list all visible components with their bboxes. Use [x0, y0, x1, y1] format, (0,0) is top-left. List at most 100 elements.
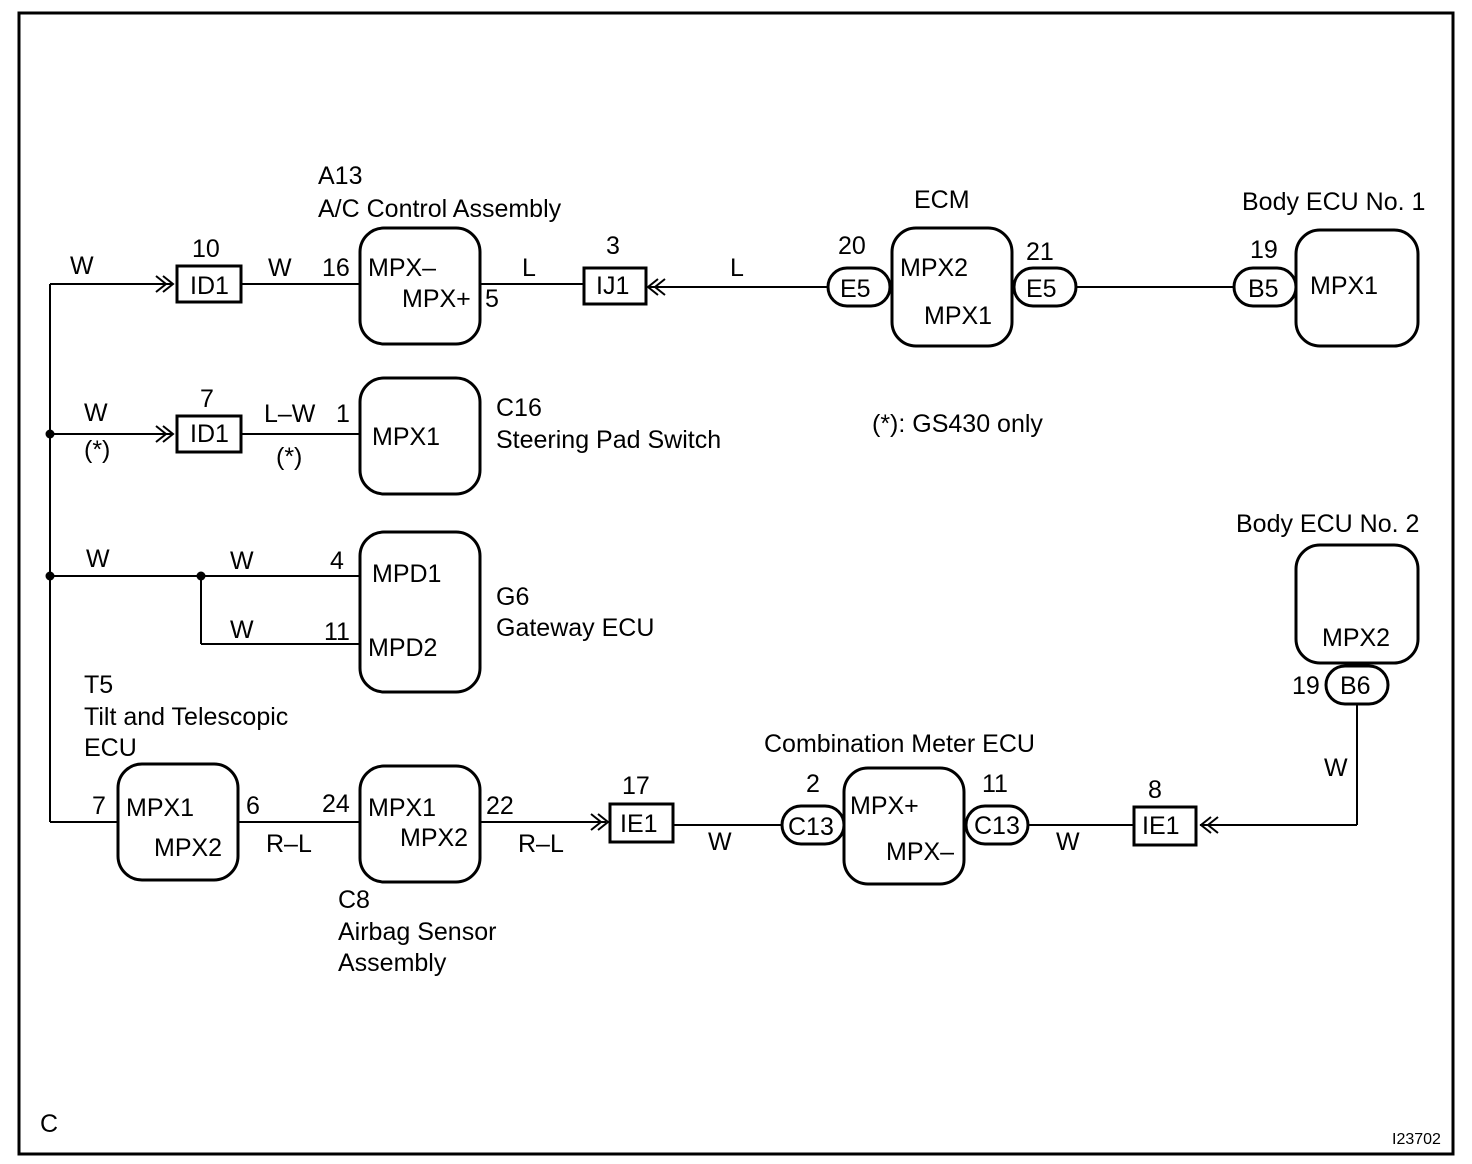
wire-note-w5: (*) [84, 436, 110, 464]
meter-pin-b: MPX– [886, 838, 954, 866]
diagram-frame [17, 11, 1455, 1156]
gateway-ecu-box [358, 530, 482, 694]
wires [49, 283, 1358, 826]
steer-name: Steering Pad Switch [496, 426, 721, 454]
ac-name: A/C Control Assembly [318, 195, 562, 223]
ecm-name: ECM [914, 186, 970, 214]
airbag-name-line2: Assembly [338, 949, 447, 977]
connector-b6 [1324, 664, 1390, 706]
wire-color-w11: R–L [518, 830, 564, 858]
gs430-note: (*): GS430 only [872, 410, 1043, 438]
connector-c13-b [964, 804, 1030, 846]
e5-b-label: E5 [1026, 275, 1057, 303]
wire-color-w10: R–L [266, 830, 312, 858]
connector-ie1-b [1132, 805, 1198, 847]
ie1-b-pin: 8 [1148, 776, 1162, 804]
airbag-code: C8 [338, 886, 370, 914]
id1-a-label: ID1 [190, 272, 229, 300]
pin-tilt-7: 7 [92, 792, 106, 820]
c13-a-label: C13 [788, 813, 834, 841]
wire-color-w13: W [1056, 828, 1080, 856]
e5-a-label: E5 [840, 275, 871, 303]
connector-e5-a [826, 266, 892, 308]
body2-pin-a: MPX2 [1322, 624, 1390, 652]
wire-color-w2: W [268, 254, 292, 282]
c13-b-pin: 11 [982, 770, 1008, 798]
wire-color-w9: W [230, 616, 254, 644]
body-ecu-2-name: Body ECU No. 2 [1236, 510, 1419, 538]
connector-id1-b [175, 414, 243, 454]
b6-pin: 19 [1292, 672, 1320, 700]
ij1-label: IJ1 [596, 272, 629, 300]
pin-tilt-6: 6 [246, 792, 260, 820]
wire-color-w5: W [84, 399, 108, 427]
ie1-a-label: IE1 [620, 810, 658, 838]
wire-color-w3: L [522, 254, 536, 282]
ac-control-assembly-box [358, 226, 482, 346]
connector-ie1-a [608, 802, 675, 844]
connector-b5 [1232, 266, 1298, 308]
body-ecu-1-name: Body ECU No. 1 [1242, 188, 1425, 216]
body1-pin-a: MPX1 [1310, 272, 1378, 300]
b6-label: B6 [1340, 672, 1371, 700]
airbag-pin-b: MPX2 [400, 824, 468, 852]
pin-air-24: 24 [322, 790, 350, 818]
e5-b-pin: 21 [1026, 238, 1054, 266]
b5-pin: 19 [1250, 236, 1278, 264]
figure-id: I23702 [1392, 1131, 1441, 1148]
ie1-b-label: IE1 [1142, 812, 1180, 840]
wire-color-w12: W [708, 828, 732, 856]
pin-steer-1: 1 [336, 400, 350, 428]
wire-color-w1: W [70, 252, 94, 280]
ecm-pin-b: MPX1 [924, 302, 992, 330]
c13-b-label: C13 [974, 812, 1020, 840]
pin-gw-11: 11 [324, 618, 350, 646]
tilt-code: T5 [84, 671, 113, 699]
id1-b-pin: 7 [200, 385, 214, 413]
splice-dot [45, 429, 55, 439]
ij1-pin: 3 [606, 232, 620, 260]
airbag-name-line1: Airbag Sensor [338, 918, 496, 946]
tilt-pin-a: MPX1 [126, 794, 194, 822]
splice-dot [196, 571, 206, 581]
wire-color-w8: W [230, 547, 254, 575]
b5-label: B5 [1248, 275, 1279, 303]
pin-ac-5: 5 [485, 285, 499, 313]
connector-e5-b [1012, 266, 1078, 308]
wire-color-w14: W [1324, 754, 1348, 782]
wire-color-w4: L [730, 254, 744, 282]
c13-a-pin: 2 [806, 770, 820, 798]
corner-label: C [40, 1110, 58, 1138]
steer-pin-a: MPX1 [372, 423, 440, 451]
pin-gw-4: 4 [330, 547, 344, 575]
ecm-pin-a: MPX2 [900, 254, 968, 282]
tilt-name-line2: ECU [84, 734, 137, 762]
meter-pin-a: MPX+ [850, 792, 919, 820]
steering-pad-switch-box [358, 376, 482, 496]
combination-meter-ecu-box [842, 766, 966, 886]
tilt-name-line1: Tilt and Telescopic [84, 703, 288, 731]
connector-arrow-marks [155, 275, 1219, 834]
pin-air-22: 22 [486, 792, 514, 820]
gateway-name: Gateway ECU [496, 614, 654, 642]
tilt-telescopic-ecu-box [116, 762, 240, 882]
ecm-box [890, 226, 1014, 348]
wire-color-w7: W [86, 545, 110, 573]
connector-c13-a [780, 804, 846, 846]
splice-dot [45, 571, 55, 581]
wire-color-w6: L–W [264, 400, 316, 428]
tilt-pin-b: MPX2 [154, 834, 222, 862]
ac-pin-a: MPX– [368, 254, 436, 282]
meter-name: Combination Meter ECU [764, 730, 1035, 758]
airbag-pin-a: MPX1 [368, 794, 436, 822]
wire-note-w6: (*) [276, 443, 302, 471]
airbag-sensor-assembly-box [358, 764, 482, 884]
steer-code: C16 [496, 394, 542, 422]
ie1-a-pin: 17 [622, 772, 650, 800]
ac-pin-b: MPX+ [402, 285, 471, 313]
id1-a-pin: 10 [192, 235, 220, 263]
body-ecu-2-box [1294, 543, 1420, 665]
connector-id1-a [175, 264, 243, 304]
e5-a-pin: 20 [838, 232, 866, 260]
id1-b-label: ID1 [190, 420, 229, 448]
